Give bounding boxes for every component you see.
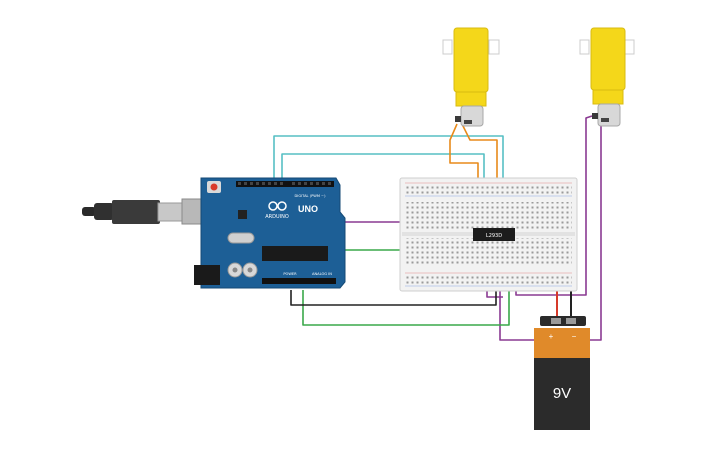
battery-plus: + [549,332,554,341]
arduino-brand: ARDUINO [265,214,289,220]
arduino-logo-icon [268,201,287,211]
dc-motor-icon[interactable] [579,27,635,127]
battery-icon[interactable]: + − 9V [534,316,590,430]
digital-header[interactable] [236,181,334,187]
atmega-chip [262,246,328,261]
chip-label: L293D [486,233,502,239]
digital-label: DIGITAL (PWM ~) [295,194,327,198]
dc-motor-icon[interactable] [442,27,500,127]
battery-label: 9V [553,385,571,402]
wire-orange-2[interactable] [461,123,498,214]
power-label: POWER [283,272,297,276]
power-jack[interactable] [194,265,220,285]
battery-minus: − [572,332,577,341]
analog-label: ANALOG IN [312,272,332,276]
power-analog-header[interactable] [262,278,336,284]
wire-cyan-1[interactable] [273,135,504,212]
arduino-model: UNO [298,204,318,214]
ic-chip-icon[interactable]: L293D [473,228,515,241]
usb-cable-icon[interactable] [82,198,219,225]
arduino-uno-board[interactable]: ARDUINO UNO DIGITAL (PWM ~) POWER ANALOG… [194,177,346,289]
